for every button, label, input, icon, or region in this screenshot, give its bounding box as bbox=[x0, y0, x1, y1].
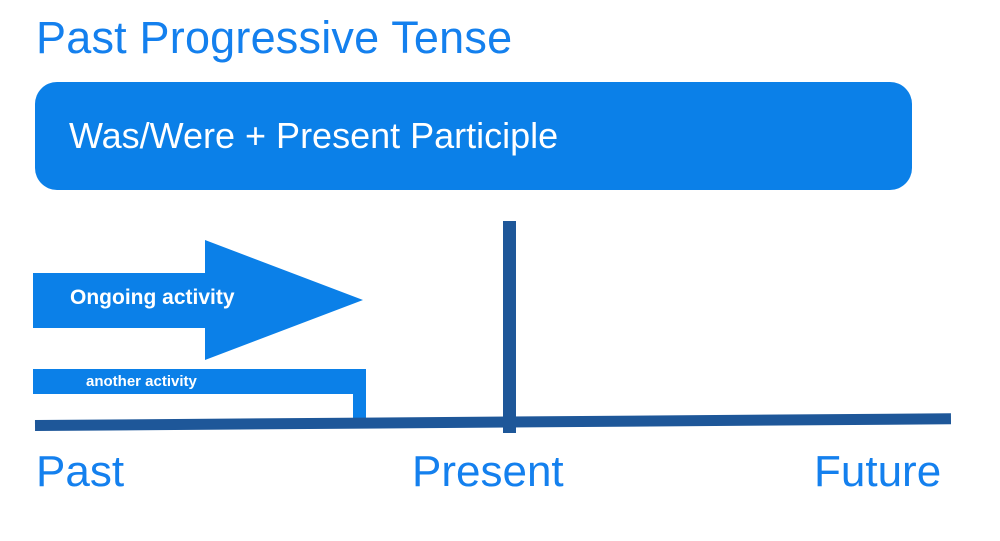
another-activity-label: another activity bbox=[86, 373, 197, 390]
formula-text: Was/Were + Present Participle bbox=[69, 115, 559, 156]
present-tick-marker bbox=[503, 221, 516, 433]
axis-label-past: Past bbox=[36, 447, 125, 496]
ongoing-activity-arrow-icon bbox=[33, 238, 363, 362]
page-title: Past Progressive Tense bbox=[36, 12, 513, 63]
another-activity-bar bbox=[33, 369, 366, 427]
formula-banner: Was/Were + Present Participle bbox=[35, 82, 912, 190]
axis-label-present: Present bbox=[412, 447, 564, 496]
ongoing-activity-label: Ongoing activity bbox=[70, 286, 235, 309]
axis-label-future: Future bbox=[814, 447, 942, 496]
